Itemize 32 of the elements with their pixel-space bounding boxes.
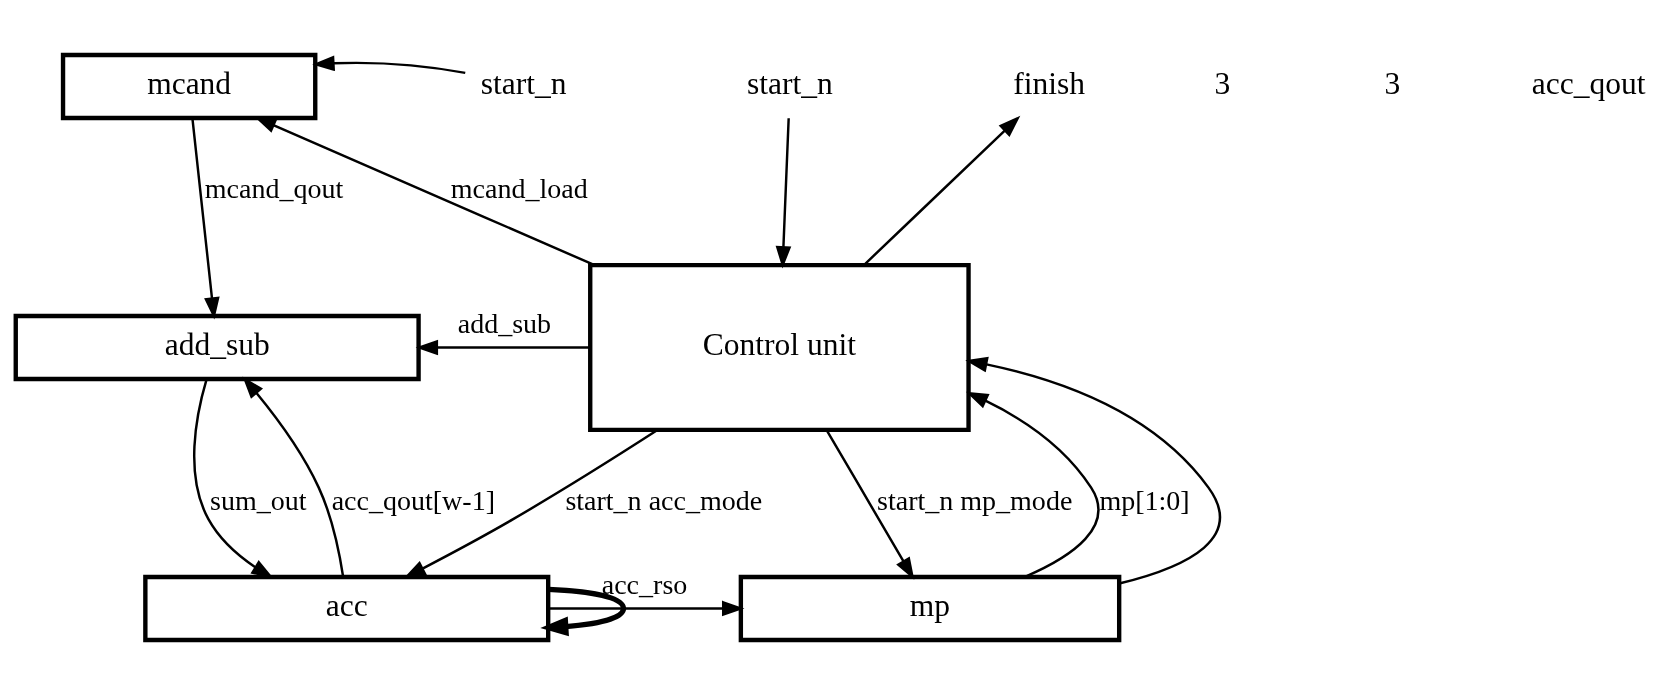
edge-label: mcand_load	[450, 172, 588, 204]
edge-label: start_n acc_mode	[565, 484, 763, 516]
node-box: mcand	[60, 52, 318, 120]
arrow	[312, 54, 466, 74]
arrow	[548, 600, 745, 616]
edge-label: acc_rso	[601, 568, 688, 600]
arrow	[863, 115, 1021, 266]
node-box: Control unit	[588, 262, 971, 432]
edge-label: acc_qout[w-1]	[331, 484, 496, 516]
node-text: start_n	[480, 65, 567, 101]
arrow	[191, 117, 220, 320]
node-text: start_n	[747, 65, 833, 101]
arrow	[193, 378, 274, 578]
label: 3	[1214, 65, 1231, 101]
arrow	[775, 117, 792, 268]
edge-label: mp[1:0]	[1099, 484, 1190, 516]
node-box: acc	[143, 574, 551, 642]
arrow	[965, 356, 1221, 585]
arrow	[825, 428, 915, 580]
node-text: finish	[1013, 65, 1086, 101]
arrow	[540, 586, 627, 636]
label: acc_qout	[1531, 65, 1646, 101]
node-box: add_sub	[13, 313, 421, 381]
edge-label: add_sub	[457, 307, 552, 339]
arrow	[242, 376, 345, 577]
arrow	[415, 339, 590, 355]
edge-label: mcand_qout	[204, 172, 344, 204]
arrow	[965, 391, 1100, 578]
label: 3	[1384, 65, 1401, 101]
edge-label: start_n mp_mode	[877, 484, 1073, 516]
node-box: mp	[738, 574, 1122, 642]
edge-label: sum_out	[210, 484, 307, 516]
